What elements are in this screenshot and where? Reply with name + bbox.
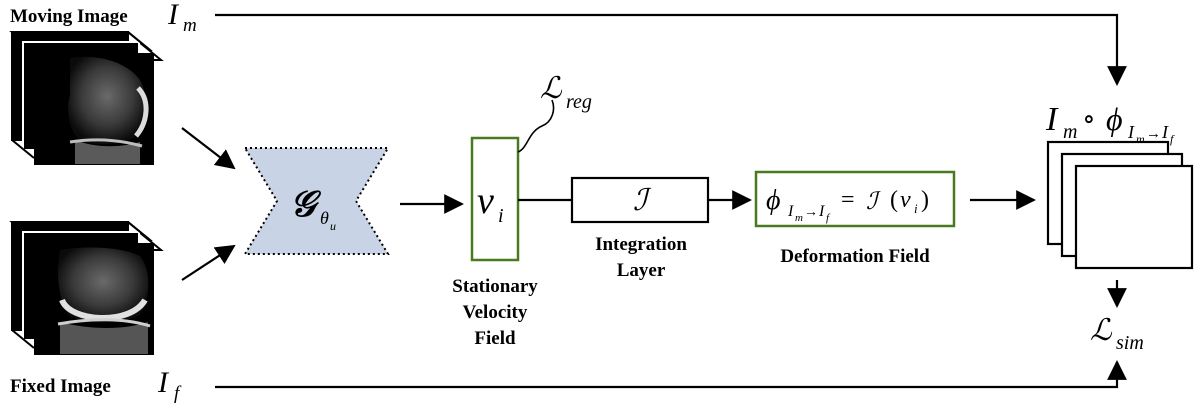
deformation-rhs-arg-sub: i [914,201,918,216]
reg-loss-symbol: ℒ [540,71,563,106]
output-symbol: I [1045,101,1059,138]
output-phi-sub-b: I [1161,122,1169,142]
moving-image-stack [9,31,164,165]
deformation-sub-b: I [818,203,825,220]
warped-image-stack [1046,140,1194,270]
moving-image-subscript: m [183,15,197,36]
output-subscript: m [1063,121,1077,143]
deformation-field-box [754,170,956,228]
integration-caption-line2: Layer [617,260,666,281]
network-block [243,147,390,255]
reg-loss-connector [517,99,555,153]
output-phi: ϕ [1106,101,1123,137]
moving-knee-image [68,56,149,164]
output-phi-sub-a: I [1127,122,1135,142]
integration-caption-line1: Integration [595,234,687,255]
output-phi-sub-b-sub: f [1170,132,1175,146]
velocity-caption-line1: Stationary [452,276,538,297]
integration-layer-box [570,176,710,224]
velocity-symbol: ν [477,180,494,222]
fixed-image-symbol: I [157,366,170,399]
output-phi-sub-arrow: → [1146,126,1161,142]
deformation-sub-b-sub: f [826,212,831,224]
velocity-caption-line2: Velocity [463,302,528,323]
deformation-sub-a-sub: m [795,212,803,224]
output-phi-sub-a-sub: m [1136,132,1145,146]
sim-loss-subscript: sim [1116,332,1144,354]
moving-to-network-arrow [181,127,236,170]
deformation-sub-a: I [787,203,794,220]
moving-image-label: Moving Image [10,6,128,27]
reg-loss-subscript: reg [566,91,592,113]
fixed-image-stack [9,221,164,355]
deformation-rhs-arg: ν [900,187,911,213]
fixed-knee-image [57,247,151,354]
deformation-rhs-symbol: ℐ [866,187,881,215]
deformation-caption: Deformation Field [780,246,930,267]
velocity-caption-line3: Field [474,328,516,349]
fixed-to-network-arrow [181,244,236,281]
deformation-rhs-open: ( [890,187,898,213]
fixed-image-label: Fixed Image [10,376,111,397]
deformation-rhs-close: ) [921,187,929,213]
fixed-bypass-arrow [215,360,1127,389]
moving-image-symbol: I [167,0,180,31]
output-compose: ∘ [1082,104,1096,135]
fixed-image-subscript: f [174,383,182,404]
moving-bypass-arrow [215,13,1127,86]
network-subscript-u: u [330,219,336,233]
deformation-equals: = [841,187,855,213]
velocity-subscript: i [498,205,504,227]
deformation-sub-arrow: → [804,205,818,220]
deformation-phi: ϕ [766,185,781,216]
network-subscript-theta: θ [320,208,329,228]
sim-loss-symbol: ℒ [1090,313,1113,348]
